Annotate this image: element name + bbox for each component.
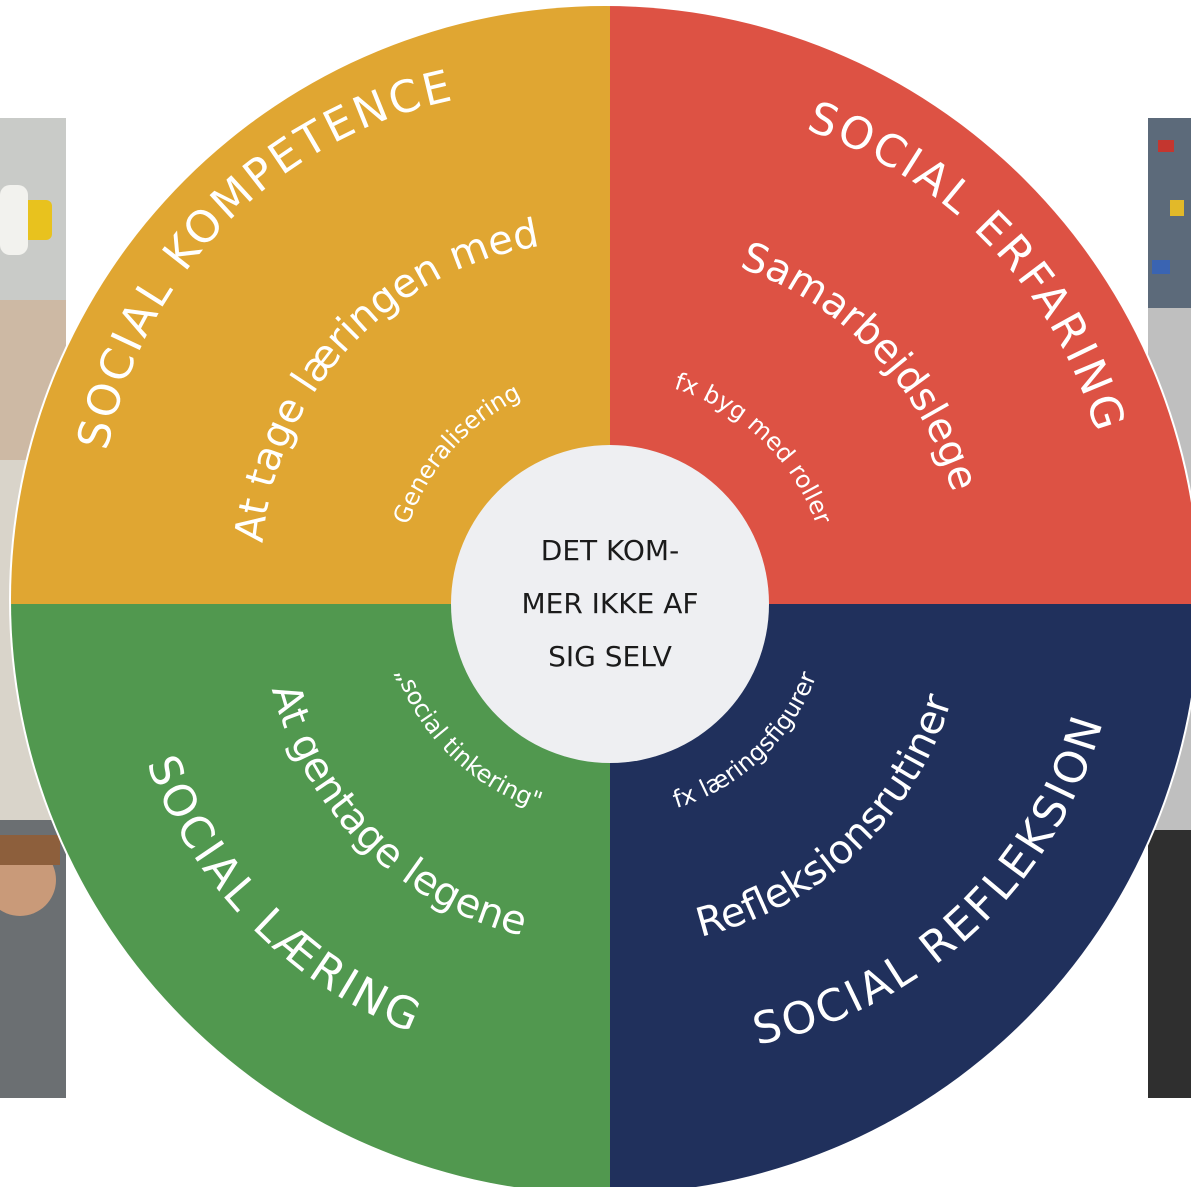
center-line-1: DET KOM-: [541, 534, 679, 567]
center-line-2: MER IKKE AF: [521, 587, 698, 620]
center-line-3: SIG SELV: [548, 640, 672, 673]
center-circle: [451, 445, 769, 763]
